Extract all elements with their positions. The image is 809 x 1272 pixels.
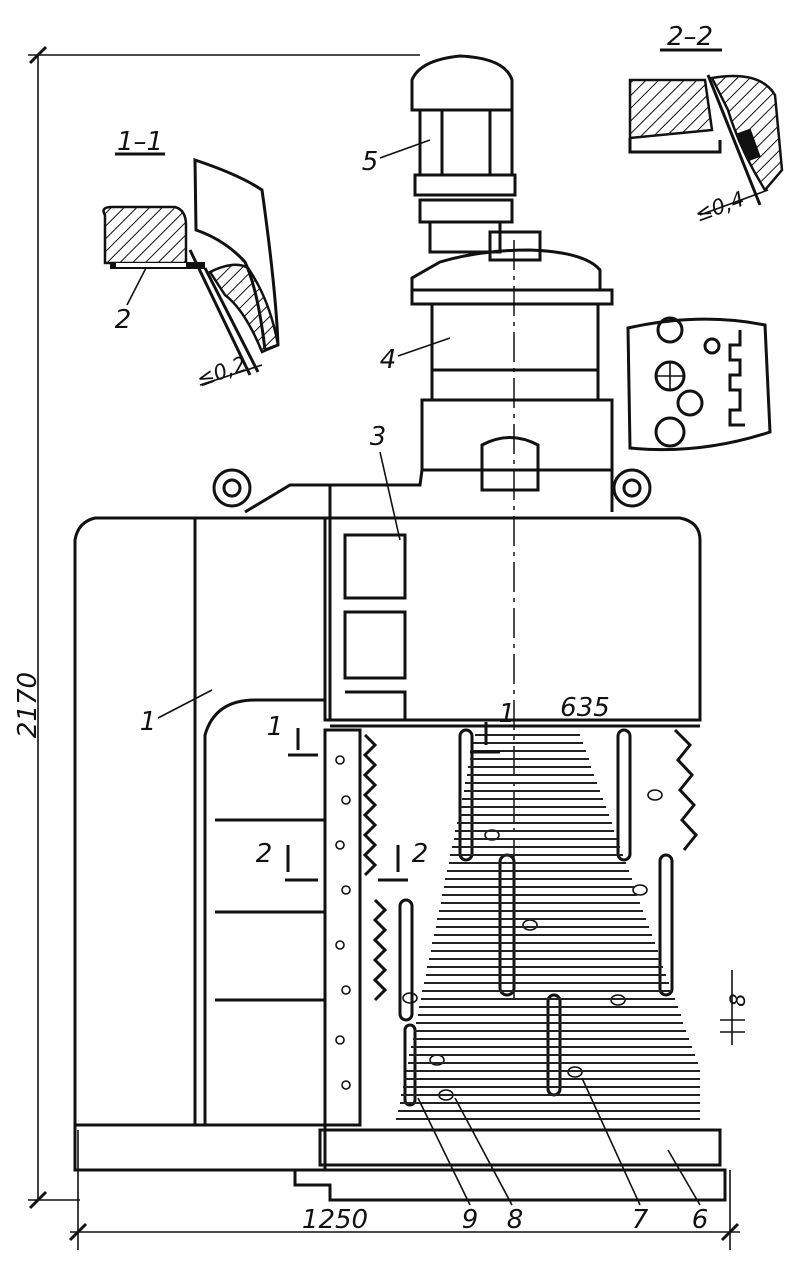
section-mark-2-right: 2 xyxy=(412,839,429,869)
section-mark-1-left: 1 xyxy=(267,712,284,742)
section-marks xyxy=(285,722,500,882)
height-dimension-label: 2170 xyxy=(13,672,43,738)
part-5-label: 5 xyxy=(362,147,379,177)
section-1-1-detail xyxy=(102,152,280,386)
section-mark-2-left: 2 xyxy=(256,839,273,869)
base xyxy=(73,1123,727,1202)
width-dimension xyxy=(68,1130,740,1250)
part-8-label: 8 xyxy=(507,1205,524,1235)
clearance-1-label: ≤0,2 xyxy=(194,352,250,392)
section-2-2-title: 2–2 xyxy=(667,22,713,52)
tooth-gap-label: 8 xyxy=(726,993,750,1006)
reducer xyxy=(410,230,614,492)
gap-width-label: 635 xyxy=(560,693,610,723)
crushing-chamber xyxy=(323,724,700,1127)
section-mark-1-right: 1 xyxy=(499,699,516,729)
section-1-1-title: 1–1 xyxy=(117,127,163,157)
part-1-label: 1 xyxy=(140,707,157,737)
part-9-label: 9 xyxy=(462,1205,479,1235)
width-dimension-label: 1250 xyxy=(302,1205,368,1235)
part-7-label: 7 xyxy=(632,1205,649,1235)
part-3-label: 3 xyxy=(370,422,387,452)
clearance-2-label: ≤0,4 xyxy=(692,187,748,227)
frame-housing xyxy=(73,468,702,1127)
height-dimension xyxy=(28,45,420,1210)
part-6-label: 6 xyxy=(692,1205,709,1235)
part-4-label: 4 xyxy=(380,345,397,375)
part-2-label: 2 xyxy=(115,305,132,335)
plate-view-detail xyxy=(626,316,772,452)
tooth-gap-dimension xyxy=(720,970,745,1045)
motor xyxy=(410,54,517,254)
section-2-2-detail xyxy=(628,48,784,216)
